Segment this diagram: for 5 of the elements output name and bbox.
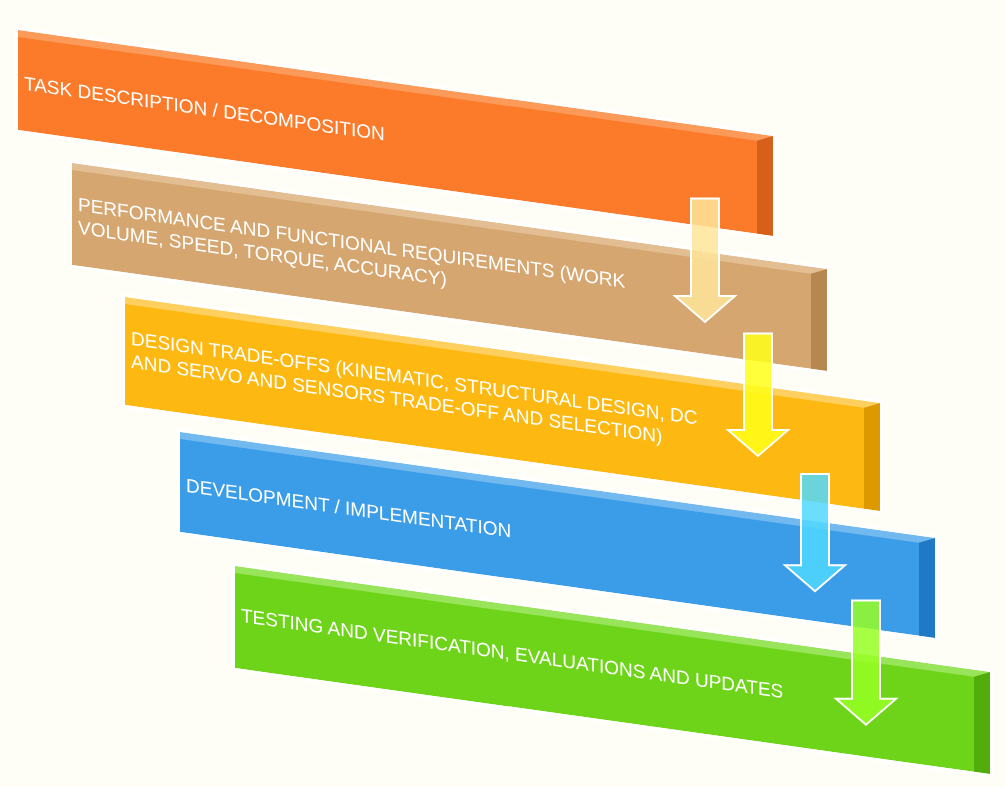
down-arrow (782, 472, 848, 593)
down-arrow (833, 599, 899, 726)
down-arrow (672, 197, 738, 324)
step-label: DESIGN TRADE-OFFS (KINEMATIC, STRUCTURAL DESIGN, DC AND SERVO AND SENSORS TRADE-OFF AND SELECTION) (131, 326, 699, 449)
down-arrow (725, 332, 791, 458)
